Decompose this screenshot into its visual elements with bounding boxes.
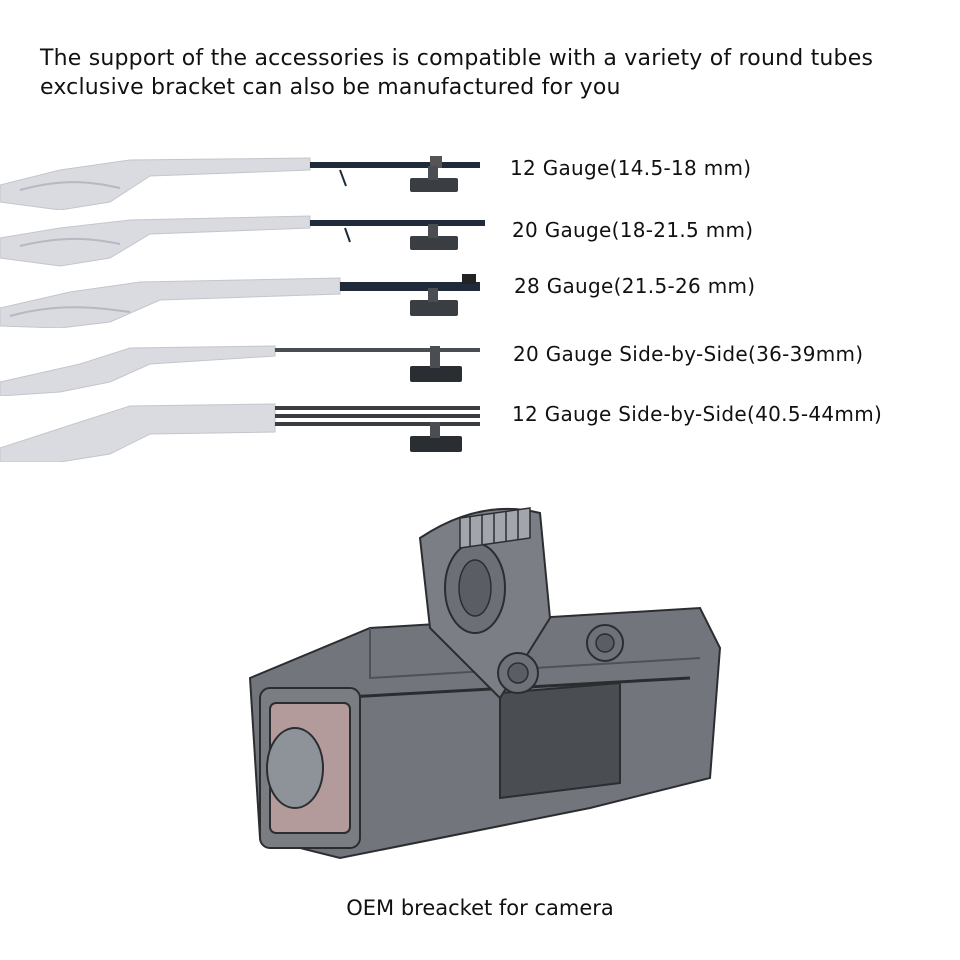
shotgun-28-gauge-image <box>0 274 480 328</box>
gun-row-28-gauge: 28 Gauge(21.5-26 mm) <box>0 258 960 328</box>
camera-bracket-render <box>230 478 740 878</box>
gun-row-20-gauge-sbs: 20 Gauge Side-by-Side(36-39mm) <box>0 326 960 396</box>
gauge-label-28-gauge: 28 Gauge(21.5-26 mm) <box>514 274 756 298</box>
gun-row-12-gauge: 12 Gauge(14.5-18 mm) <box>0 140 960 210</box>
gun-row-12-gauge-sbs: 12 Gauge Side-by-Side(40.5-44mm) <box>0 392 960 462</box>
gauge-label-12-gauge: 12 Gauge(14.5-18 mm) <box>510 156 752 180</box>
oem-bracket-illustration <box>248 507 722 860</box>
header-text: The support of the accessories is compat… <box>40 44 940 102</box>
shotgun-12-gauge-image <box>0 156 480 210</box>
product-caption: OEM breacket for camera <box>346 896 614 920</box>
shotgun-20-gauge-image <box>0 215 485 267</box>
gauge-label-20-gauge-sbs: 20 Gauge Side-by-Side(36-39mm) <box>513 342 864 366</box>
gauge-label-12-gauge-sbs: 12 Gauge Side-by-Side(40.5-44mm) <box>512 402 883 426</box>
gun-row-20-gauge: 20 Gauge(18-21.5 mm) <box>0 200 960 270</box>
header-line-1: The support of the accessories is compat… <box>40 46 874 71</box>
gauge-label-20-gauge: 20 Gauge(18-21.5 mm) <box>512 218 754 242</box>
shotgun-12-gauge-side-by-side-image <box>0 403 480 462</box>
header-line-2: exclusive bracket can also be manufactur… <box>40 75 621 100</box>
shotgun-20-gauge-side-by-side-image <box>0 345 480 396</box>
